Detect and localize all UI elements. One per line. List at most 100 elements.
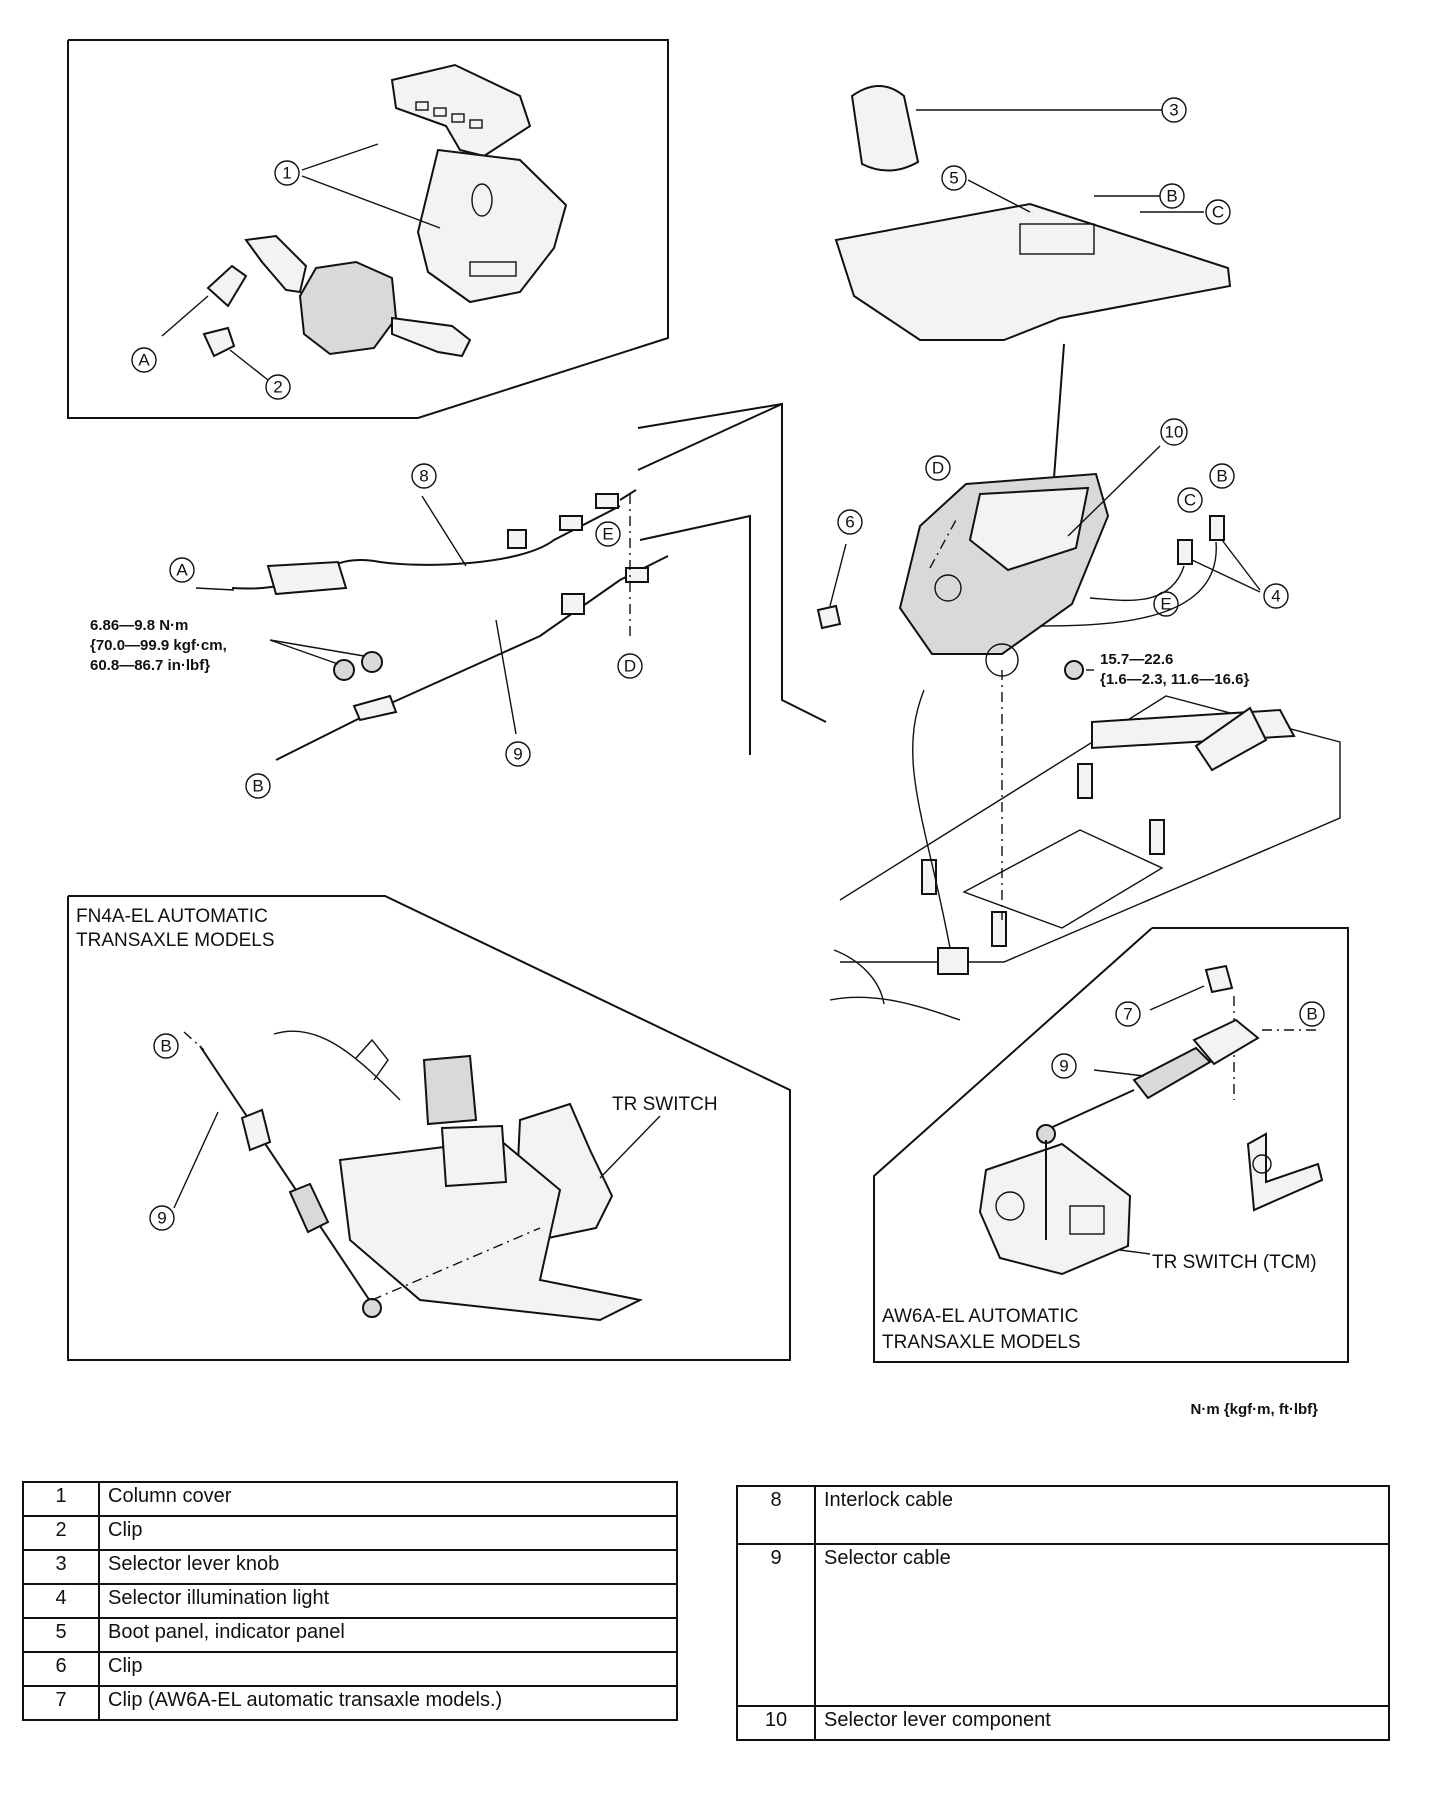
clip-2 — [202, 326, 236, 358]
column-cover-inset — [67, 39, 669, 419]
callout-e2: E — [1153, 591, 1179, 617]
callout-10: 10 — [1160, 418, 1188, 446]
callout-4: 4 — [1263, 583, 1289, 609]
svg-text:7: 7 — [1123, 1005, 1132, 1024]
connector-a — [206, 264, 248, 308]
callout-b3: B — [245, 773, 271, 799]
part-name: Selector lever knob — [98, 1549, 678, 1585]
part-number: 5 — [22, 1617, 100, 1653]
callout-b5: B — [1299, 1001, 1325, 1027]
callout-b1: B — [1159, 183, 1185, 209]
tr-switch-tcm-label: TR SWITCH (TCM) — [1152, 1252, 1317, 1273]
clip-7 — [1204, 964, 1234, 994]
part-number: 3 — [22, 1549, 100, 1585]
aw6a-title-line2: TRANSAXLE MODELS — [882, 1332, 1081, 1353]
unit-note: N·m {kgf·m, ft·lbf} — [1191, 1401, 1319, 1418]
svg-text:B: B — [160, 1037, 171, 1056]
svg-text:E: E — [1160, 595, 1171, 614]
callout-7: 7 — [1115, 1001, 1141, 1027]
callout-c2: C — [1177, 487, 1203, 513]
part-name: Column cover — [98, 1481, 678, 1517]
callout-c1: C — [1205, 199, 1231, 225]
svg-text:E: E — [602, 525, 613, 544]
part-name: Selector illumination light — [98, 1583, 678, 1619]
svg-text:C: C — [1184, 491, 1196, 510]
callout-8: 8 — [411, 463, 437, 489]
part-number: 9 — [736, 1543, 816, 1707]
part-name: Clip (AW6A-EL automatic transaxle models… — [98, 1685, 678, 1721]
clip-6 — [816, 604, 842, 630]
svg-text:9: 9 — [1059, 1057, 1068, 1076]
callout-9a: 9 — [505, 741, 531, 767]
boot-panel — [834, 202, 1232, 341]
svg-text:8: 8 — [419, 467, 428, 486]
part-number: 8 — [736, 1485, 816, 1545]
svg-text:D: D — [624, 657, 636, 676]
tr-switch-tcm — [978, 1142, 1132, 1276]
part-name: Interlock cable — [814, 1485, 1390, 1545]
column-cover-upper — [390, 63, 532, 158]
svg-text:9: 9 — [513, 745, 522, 764]
svg-text:1: 1 — [282, 164, 291, 183]
callout-9b: 9 — [149, 1205, 175, 1231]
callout-a1: A — [131, 347, 157, 373]
svg-text:9: 9 — [157, 1209, 166, 1228]
callout-b4: B — [153, 1033, 179, 1059]
torque-left-line3: 60.8—86.7 in·lbf} — [90, 657, 210, 674]
cables — [195, 489, 1003, 920]
part-name: Clip — [98, 1651, 678, 1687]
part-number: 10 — [736, 1705, 816, 1741]
callout-6: 6 — [837, 509, 863, 535]
svg-text:A: A — [138, 351, 150, 370]
svg-text:D: D — [932, 459, 944, 478]
torque-left-line1: 6.86—9.8 N·m — [90, 617, 188, 634]
part-name: Selector lever component — [814, 1705, 1390, 1741]
callout-a2: A — [169, 557, 195, 583]
svg-text:5: 5 — [949, 169, 958, 188]
svg-text:2: 2 — [273, 378, 282, 397]
callout-d1: D — [925, 455, 951, 481]
svg-text:4: 4 — [1271, 587, 1280, 606]
torque-right-line1: 15.7—22.6 — [1100, 651, 1173, 668]
callout-b2: B — [1209, 463, 1235, 489]
fn4a-title-line1: FN4A-EL AUTOMATIC — [76, 906, 268, 927]
svg-text:3: 3 — [1169, 101, 1178, 120]
part-name: Selector cable — [814, 1543, 1390, 1707]
fn4a-inset — [67, 895, 791, 1361]
svg-text:B: B — [1306, 1005, 1317, 1024]
callout-d2: D — [617, 653, 643, 679]
part-number: 2 — [22, 1515, 100, 1551]
svg-text:A: A — [176, 561, 188, 580]
svg-text:B: B — [1216, 467, 1227, 486]
part-name: Clip — [98, 1515, 678, 1551]
tr-switch-label: TR SWITCH — [612, 1094, 718, 1115]
callout-e1: E — [595, 521, 621, 547]
svg-text:C: C — [1212, 203, 1224, 222]
callout-2: 2 — [265, 374, 291, 400]
fn4a-title-line2: TRANSAXLE MODELS — [76, 930, 275, 951]
part-number: 1 — [22, 1481, 100, 1517]
callout-5: 5 — [941, 165, 967, 191]
part-number: 7 — [22, 1685, 100, 1721]
torque-left-line2: {70.0—99.9 kgf·cm, — [90, 637, 227, 654]
part-name: Boot panel, indicator panel — [98, 1617, 678, 1653]
callout-3: 3 — [1161, 97, 1187, 123]
svg-text:10: 10 — [1165, 423, 1184, 442]
combination-switch — [298, 260, 398, 356]
main-assembly — [637, 85, 1341, 1021]
part-number: 6 — [22, 1651, 100, 1687]
torque-right-line2: {1.6—2.3, 11.6—16.6} — [1100, 671, 1249, 688]
selector-cable-aw6a — [1132, 1046, 1212, 1100]
selector-lever-knob — [850, 85, 920, 172]
callout-1: 1 — [274, 160, 300, 186]
